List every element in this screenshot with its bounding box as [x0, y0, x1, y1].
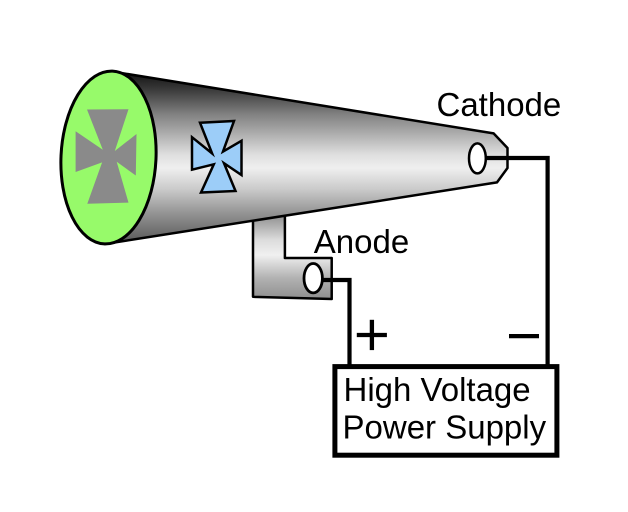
- svg-text:High Voltage: High Voltage: [344, 371, 531, 408]
- svg-text:Cathode: Cathode: [437, 86, 562, 123]
- svg-text:Power Supply: Power Supply: [343, 409, 547, 446]
- svg-text:Anode: Anode: [314, 223, 409, 260]
